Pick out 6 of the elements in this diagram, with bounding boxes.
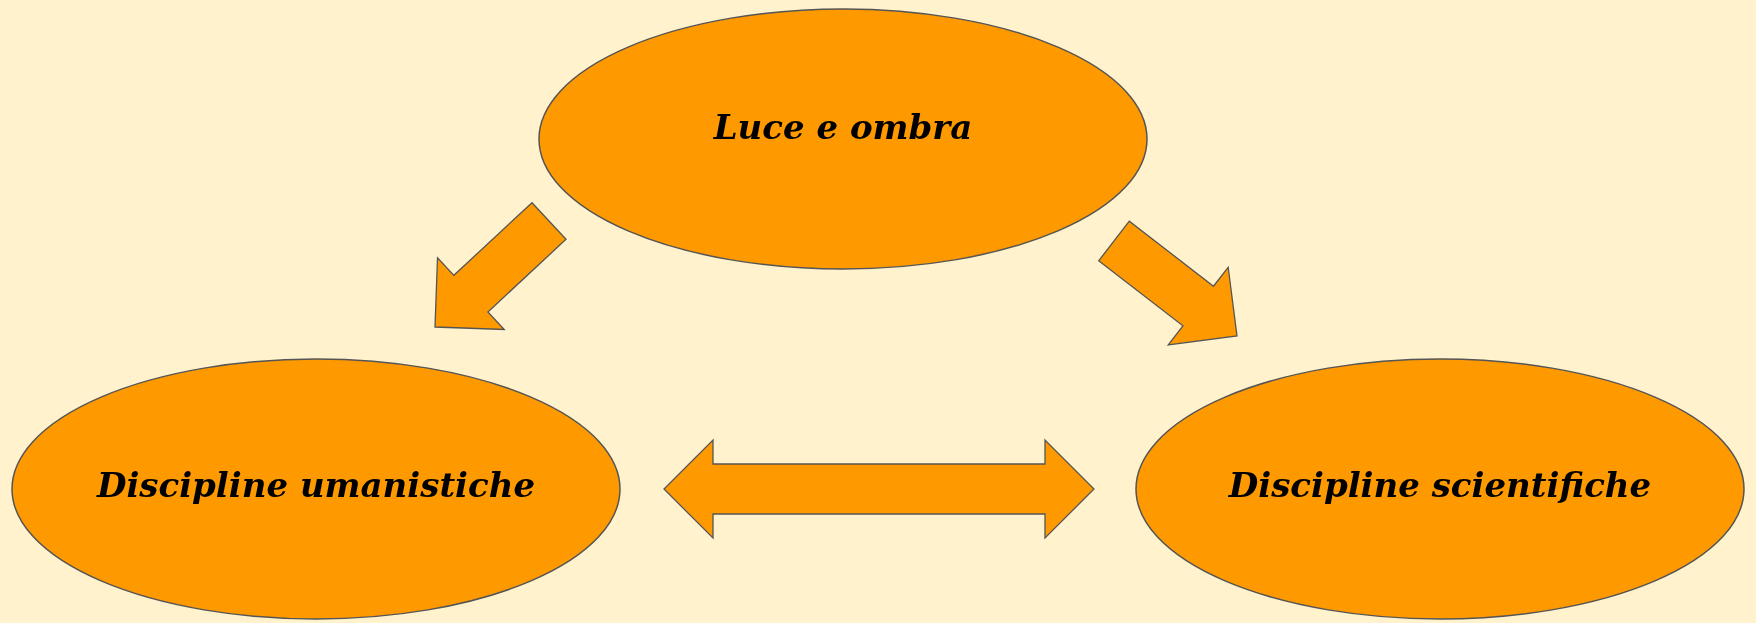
node-label: Luce e ombra (713, 107, 973, 147)
block-arrow (434, 201, 567, 331)
block-arrow (1097, 220, 1238, 346)
node-label: Discipline umanistiche (96, 465, 536, 505)
node-label: Discipline scientifiche (1228, 465, 1652, 505)
block-arrow (663, 438, 1095, 540)
